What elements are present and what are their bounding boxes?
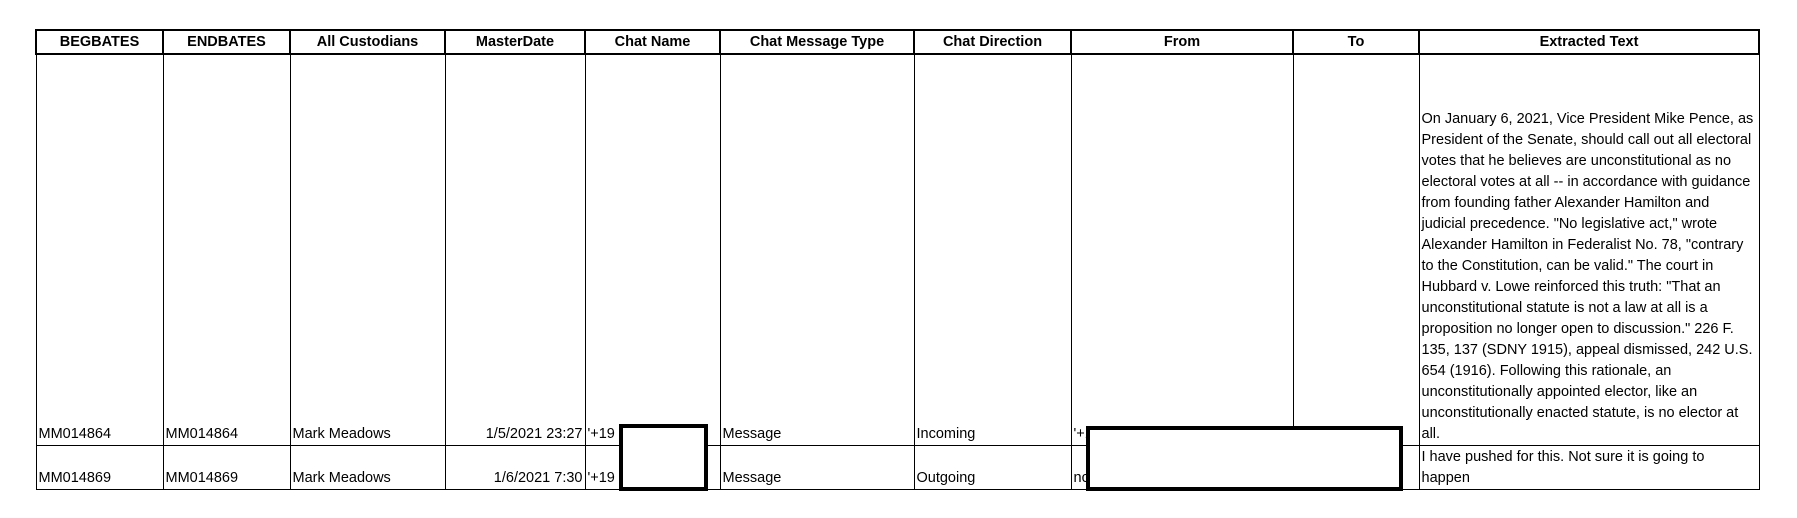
header-row: BEGBATES ENDBATES All Custodians MasterD… <box>35 29 1760 55</box>
begbates-cell: MM014864 <box>35 53 164 446</box>
header-begbates: BEGBATES <box>35 29 164 55</box>
to-cell <box>1292 53 1420 446</box>
header-chat-name: Chat Name <box>584 29 721 55</box>
direction-cell: Incoming <box>913 53 1072 446</box>
header-all-custodians: All Custodians <box>289 29 446 55</box>
direction-cell: Outgoing <box>913 445 1072 490</box>
message-type-cell: Message <box>719 53 915 446</box>
header-chat-direction: Chat Direction <box>913 29 1072 55</box>
message-type-cell: Message <box>719 445 915 490</box>
table-row: MM014869 MM014869 Mark Meadows 1/6/2021 … <box>35 445 1760 490</box>
masterdate-cell: 1/6/2021 7:30 <box>444 445 586 490</box>
endbates-cell: MM014864 <box>162 53 291 446</box>
header-extracted-text: Extracted Text <box>1418 29 1760 55</box>
redaction-box-chat-name <box>619 424 708 491</box>
begbates-cell: MM014869 <box>35 445 164 490</box>
chat-name-cell: '+19 <box>584 53 721 446</box>
redaction-box-from-to <box>1086 426 1403 491</box>
header-endbates: ENDBATES <box>162 29 291 55</box>
header-from: From <box>1070 29 1294 55</box>
table-row: MM014864 MM014864 Mark Meadows 1/5/2021 … <box>35 53 1760 446</box>
header-masterdate: MasterDate <box>444 29 586 55</box>
custodian-cell: Mark Meadows <box>289 445 446 490</box>
extracted-text-cell: On January 6, 2021, Vice President Mike … <box>1418 53 1760 446</box>
from-cell: '+1 <box>1070 53 1294 446</box>
masterdate-cell: 1/5/2021 23:27 <box>444 53 586 446</box>
custodian-cell: Mark Meadows <box>289 53 446 446</box>
header-to: To <box>1292 29 1420 55</box>
header-chat-message-type: Chat Message Type <box>719 29 915 55</box>
chat-log-table: BEGBATES ENDBATES All Custodians MasterD… <box>35 29 1760 490</box>
endbates-cell: MM014869 <box>162 445 291 490</box>
extracted-text-cell: I have pushed for this. Not sure it is g… <box>1418 445 1760 490</box>
